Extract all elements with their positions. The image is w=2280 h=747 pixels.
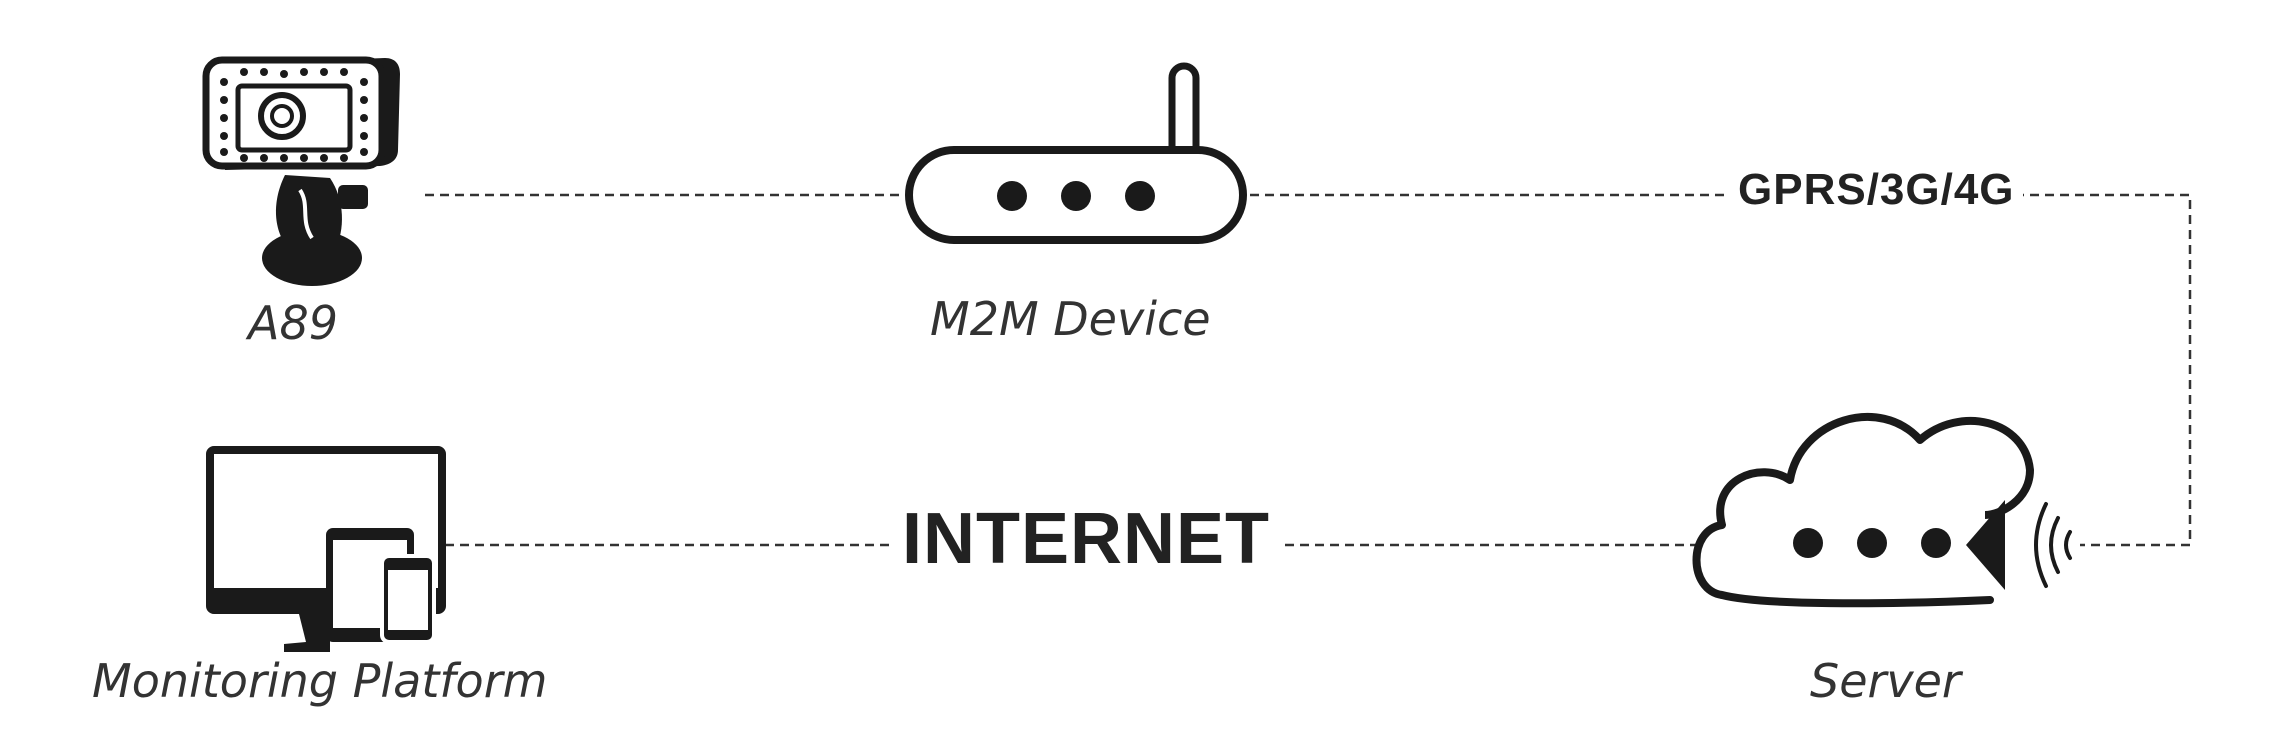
link-label-gprs: GPRS/3G/4G bbox=[1730, 165, 2023, 215]
dashcam-icon bbox=[202, 56, 400, 286]
cloud-signal-icon bbox=[1692, 413, 2072, 608]
platform-label: Monitoring Platform bbox=[92, 654, 548, 708]
link-m2m-server bbox=[1250, 193, 2192, 547]
link-label-internet: INTERNET bbox=[892, 498, 1280, 580]
connectors bbox=[425, 193, 2192, 547]
camera-label: A89 bbox=[248, 296, 339, 350]
devices-icon bbox=[206, 446, 446, 652]
server-label: Server bbox=[1810, 654, 1961, 708]
router-icon bbox=[905, 62, 1247, 244]
m2m-label: M2M Device bbox=[930, 292, 1211, 346]
